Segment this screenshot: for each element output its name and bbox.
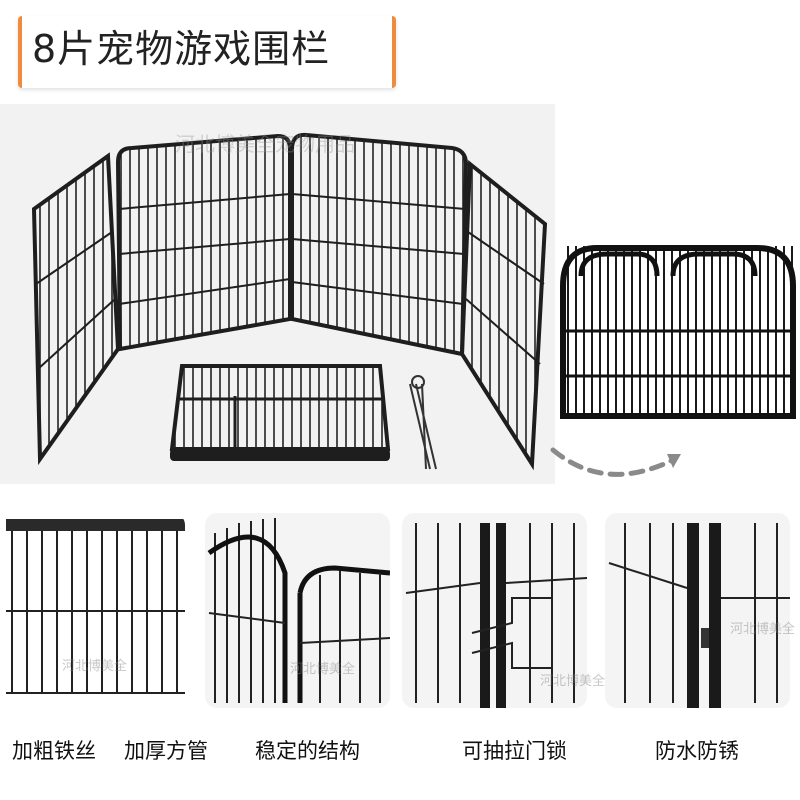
detail-photo-coating xyxy=(605,513,790,708)
detail-watermark-4: 河北博美全 xyxy=(730,622,796,637)
caption-thick-wire: 加粗铁丝 xyxy=(12,739,96,763)
detail-watermark-2: 河北博美全 xyxy=(290,662,356,677)
detail-photo-latch xyxy=(402,513,587,708)
stacked-panels-photo xyxy=(557,236,800,419)
photo-watermark: 河北博美全宠物用品 xyxy=(175,132,355,156)
detail-photo-wire xyxy=(0,513,185,708)
caption-rustproof: 防水防锈 xyxy=(655,739,739,763)
curved-arrow-icon xyxy=(545,438,695,488)
page-title: 8片宠物游戏围栏 xyxy=(32,27,331,71)
title-banner xyxy=(18,16,396,88)
detail-watermark-3: 河北博美全 xyxy=(540,674,606,689)
main-product-photo xyxy=(0,104,555,484)
caption-thick-tube: 加厚方管 xyxy=(124,739,208,763)
caption-stable-structure: 稳定的结构 xyxy=(255,739,360,763)
caption-pull-latch: 可抽拉门锁 xyxy=(462,739,567,763)
detail-watermark-1: 河北博美全 xyxy=(62,659,128,674)
detail-photo-structure xyxy=(205,513,390,708)
